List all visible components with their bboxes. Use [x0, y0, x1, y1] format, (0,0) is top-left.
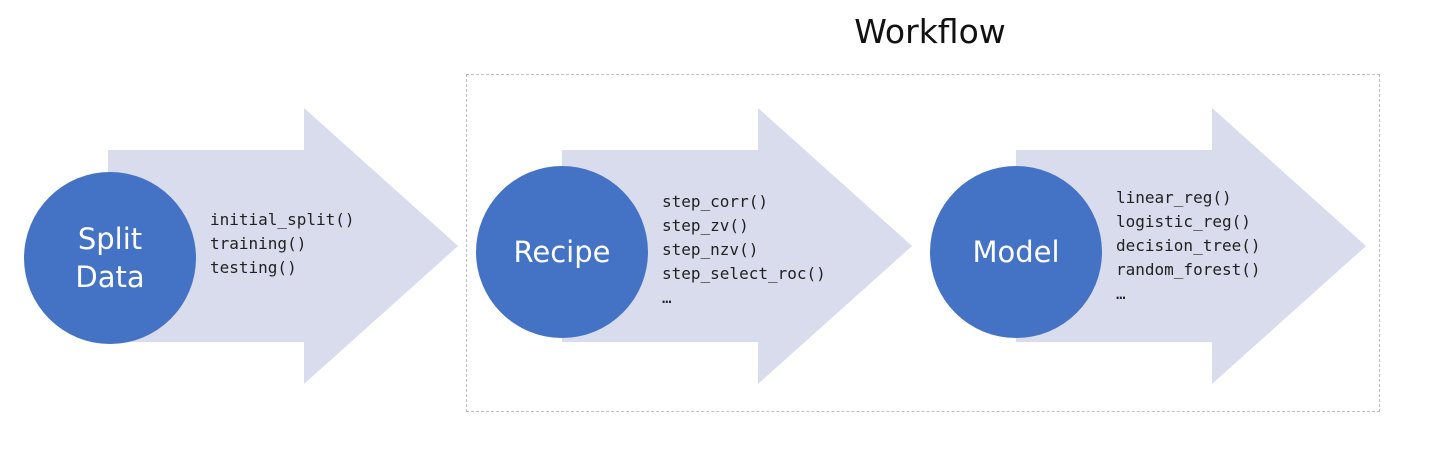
- function-item: training(): [210, 234, 307, 253]
- recipe-function-list: step_corr() step_zv() step_nzv() step_se…: [662, 190, 826, 310]
- model-circle: Model: [930, 166, 1102, 338]
- function-item: step_zv(): [662, 216, 749, 235]
- split-data-label: Split Data: [75, 222, 145, 294]
- diagram-title: Workflow: [854, 12, 1006, 51]
- model-arrow: [1016, 108, 1368, 384]
- recipe-arrow: [562, 108, 914, 384]
- function-item: step_corr(): [662, 192, 768, 211]
- model-label: Model: [972, 235, 1060, 269]
- function-item: logistic_reg(): [1116, 212, 1251, 231]
- model-function-list: linear_reg() logistic_reg() decision_tre…: [1116, 186, 1261, 306]
- function-item: random_forest(): [1116, 260, 1261, 279]
- function-item: decision_tree(): [1116, 236, 1261, 255]
- recipe-label: Recipe: [513, 235, 611, 269]
- split-data-function-list: initial_split() training() testing(): [210, 208, 355, 280]
- function-item: step_nzv(): [662, 240, 759, 259]
- function-item: testing(): [210, 258, 297, 277]
- function-item: linear_reg(): [1116, 188, 1232, 207]
- function-item: initial_split(): [210, 210, 355, 229]
- function-item: …: [662, 288, 672, 307]
- recipe-circle: Recipe: [476, 166, 648, 338]
- split-data-arrow: [108, 108, 460, 384]
- function-item: …: [1116, 284, 1126, 303]
- split-data-circle: Split Data: [24, 172, 196, 344]
- function-item: step_select_roc(): [662, 264, 826, 283]
- workflow-group-border: [466, 74, 1380, 412]
